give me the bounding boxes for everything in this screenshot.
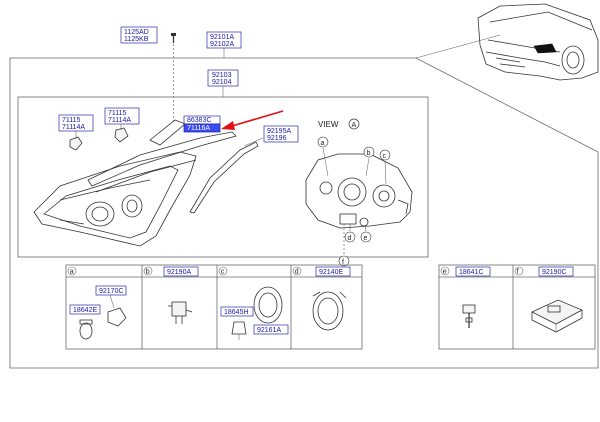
part-code-92102a: 92102A [210, 41, 234, 48]
headlamp-rear-view [305, 153, 413, 229]
cell-d: d 92140E [292, 266, 351, 331]
part-code-92140e: 92140E [319, 269, 343, 276]
callout-a: a [317, 136, 329, 177]
part-code-92170c: 92170C [99, 288, 124, 295]
outer-frame [9, 57, 599, 369]
callout-b: b [363, 146, 375, 177]
part-code-92104: 92104 [212, 79, 232, 86]
parts-table-left [65, 264, 363, 350]
part-code-92161a: 92161A [257, 327, 281, 334]
part-code-92190c: 92190C [542, 269, 567, 276]
part-code-92103: 92103 [212, 72, 232, 79]
part-code-18641c: 18641C [459, 269, 484, 276]
callout-e: e [360, 225, 372, 243]
socket-icon [107, 294, 127, 327]
view-ref-marker: A [348, 118, 360, 130]
parts-table-right [438, 264, 596, 350]
part-code-92190a: 92190A [167, 269, 191, 276]
part-code-92196: 92196 [267, 135, 287, 142]
svg-text:b: b [146, 269, 150, 276]
bulb-icon [231, 321, 247, 340]
svg-text:a: a [321, 140, 325, 147]
part-label-71115-right: 71115 71114A [104, 107, 140, 125]
bracket-right [114, 127, 129, 143]
svg-text:c: c [383, 153, 387, 160]
svg-text:e: e [364, 235, 368, 242]
svg-text:c: c [221, 269, 225, 276]
part-code-1125ad: 1125AD [124, 29, 149, 36]
ballast-icon [531, 299, 583, 333]
svg-text:a: a [70, 269, 74, 276]
bulb-icon [462, 304, 476, 328]
part-code-71115: 71115 [108, 110, 127, 117]
callout-d: d [344, 224, 356, 243]
svg-text:f: f [342, 259, 344, 266]
svg-text:b: b [367, 150, 371, 157]
part-label-92103: 92103 92104 [207, 69, 239, 87]
cell-f: f 92190C [514, 266, 583, 333]
cell-c: c 18645H 92161A [218, 266, 289, 340]
headlamp-icon [33, 119, 259, 247]
cell-b: b 92190A [143, 266, 199, 324]
inner-frame [17, 96, 429, 258]
part-code-71114a: 71114A [108, 117, 131, 124]
svg-text:A: A [352, 122, 357, 129]
svg-text:f: f [517, 269, 519, 276]
part-label-71115-left: 71115 71114A [58, 114, 94, 132]
callout-c: c [379, 149, 391, 185]
view-label: VIEW [318, 120, 339, 129]
bulb-icon [79, 319, 93, 340]
part-code-1125kb: 1125KB [124, 36, 149, 43]
part-label-86383c: 86383C 71116A [183, 115, 221, 133]
bracket-left [69, 136, 83, 151]
part-code-92195a: 92195A [267, 128, 291, 135]
svg-text:d: d [348, 235, 352, 242]
part-code-86383c: 86383C [187, 117, 212, 124]
part-code-18642e: 18642E [73, 307, 97, 314]
part-label-92195a: 92195A 92196 [263, 125, 299, 143]
part-code-92101a: 92101A [210, 34, 234, 41]
cap-icon [312, 291, 347, 331]
cap-icon [253, 286, 283, 324]
red-arrow-icon [221, 110, 284, 130]
car-icon [477, 3, 599, 81]
cell-a: a 92170C 18642E [67, 266, 127, 340]
part-label-1125ad: 1125AD 1125KB [120, 26, 158, 44]
svg-text:e: e [443, 269, 447, 276]
part-label-92101a: 92101A 92102A [206, 31, 242, 49]
part-code-71116a: 71116A [187, 125, 210, 132]
part-code-71114a: 71114A [62, 124, 85, 131]
svg-text:d: d [295, 269, 299, 276]
bolt-icon [171, 33, 176, 43]
part-code-71115: 71115 [62, 117, 81, 124]
cell-e: e 18641C [440, 266, 491, 328]
socket-icon [168, 301, 193, 324]
callout-f: f [338, 224, 350, 267]
part-code-18645h: 18645H [224, 309, 249, 316]
